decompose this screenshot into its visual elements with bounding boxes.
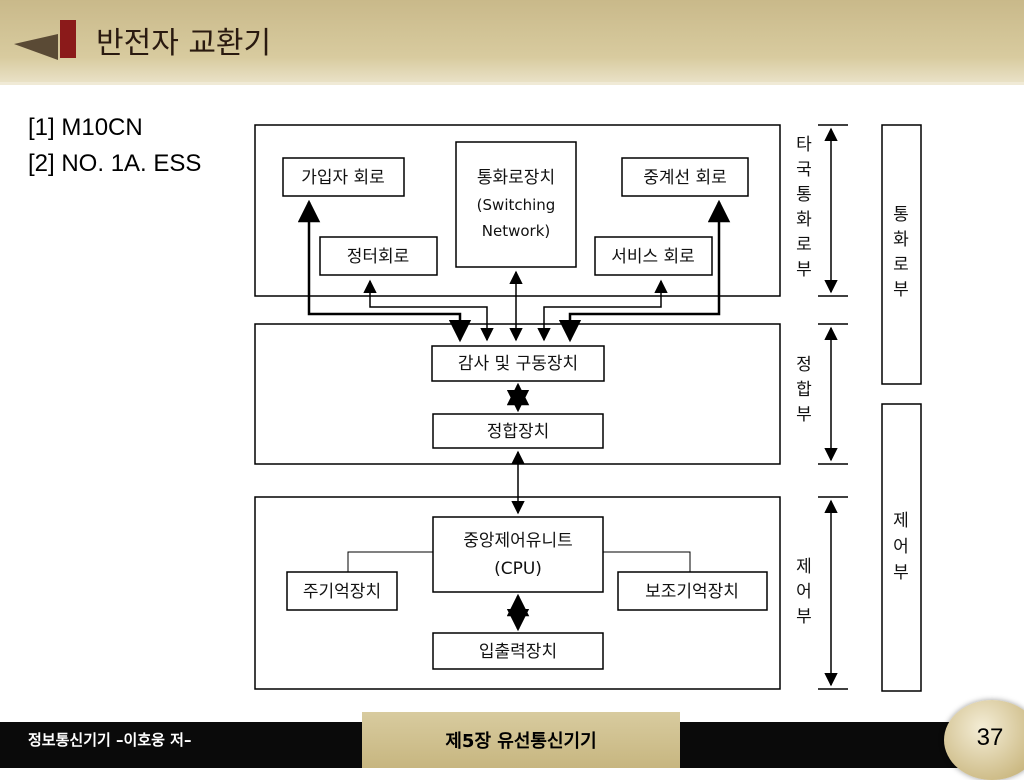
range-indicators: [818, 124, 848, 690]
header-divider: [0, 82, 1024, 85]
side-label-char: 로: [796, 235, 812, 255]
side-label-char: 어: [796, 582, 812, 602]
bus-connectors: [297, 199, 731, 632]
group-label-char: 부: [893, 563, 909, 583]
page-title: 반전자 교환기: [96, 26, 272, 61]
service-circuit-label: 서비스 회로: [611, 247, 695, 267]
control-group-box: [881, 403, 922, 692]
group-label-char: 부: [893, 280, 909, 300]
page-number: 37: [976, 724, 1004, 751]
side-label-char: 부: [796, 405, 812, 425]
subscriber-circuit-label: 가입자 회로: [301, 168, 385, 188]
switching-network-label: 통화로장치: [477, 168, 555, 188]
reference-item: [2] NO. 1A. ESS: [28, 150, 202, 177]
switching-network-label: (Switching: [477, 196, 556, 214]
side-label-char: 합: [796, 380, 812, 400]
subscriber-circuit-box: [282, 157, 405, 197]
switching-network-label: Network): [482, 222, 550, 240]
reference-list: [1] M10CN [2] NO. 1A. ESS: [28, 110, 201, 182]
side-label-char: 국: [796, 160, 812, 180]
cpu-label: (CPU): [494, 559, 542, 579]
io-unit-box: [432, 632, 604, 670]
side-label-char: 화: [796, 210, 812, 230]
scanner-driver-label: 감사 및 구동장치: [458, 354, 578, 374]
side-label-char: 통: [796, 185, 812, 205]
junctor-circuit-label: 정터회로: [347, 247, 410, 267]
trunk-circuit-box: [621, 157, 749, 197]
title-marker-icon: [14, 20, 76, 60]
main-memory-box: [286, 571, 398, 611]
io-unit-label: 입출력장치: [479, 642, 557, 662]
trunk-circuit-label: 중계선 회로: [643, 168, 727, 188]
side-label-control-section: 제 어 부: [796, 557, 812, 627]
side-label-other-office-speech: 타 국 통 화 로 부: [796, 135, 812, 280]
side-label-char: 타: [796, 135, 812, 155]
main-memory-label: 주기억장치: [303, 582, 381, 602]
group-label-char: 제: [893, 511, 909, 531]
group-label-char: 어: [893, 537, 909, 557]
switching-network-box: [455, 141, 577, 268]
side-label-char: 부: [796, 607, 812, 627]
interface-unit-box: [432, 413, 604, 449]
interface-unit-label: 정합장치: [487, 422, 550, 442]
group-label-char: 로: [893, 255, 909, 275]
side-label-interface-section: 정 합 부: [796, 355, 812, 425]
cpu-box: [432, 516, 604, 593]
speech-group-box: [881, 124, 922, 385]
reference-item: [1] M10CN: [28, 114, 143, 141]
side-label-char: 정: [796, 355, 812, 375]
page-number-badge: 37: [944, 700, 1024, 780]
aux-memory-label: 보조기억장치: [645, 582, 739, 602]
footer-author-text: 정보통신기기 –이호웅 저–: [28, 731, 192, 749]
side-label-char: 부: [796, 260, 812, 280]
chapter-label: 제5장 유선통신기기: [362, 712, 680, 768]
aux-memory-box: [617, 571, 768, 611]
chapter-title: 제5장 유선통신기기: [445, 731, 597, 752]
group-label-char: 화: [893, 230, 909, 250]
side-label-char: 제: [796, 557, 812, 577]
scanner-driver-box: [431, 345, 605, 382]
cpu-label: 중앙제어유니트: [463, 531, 572, 551]
slide-header: [0, 0, 1024, 82]
group-label-char: 통: [893, 205, 909, 225]
